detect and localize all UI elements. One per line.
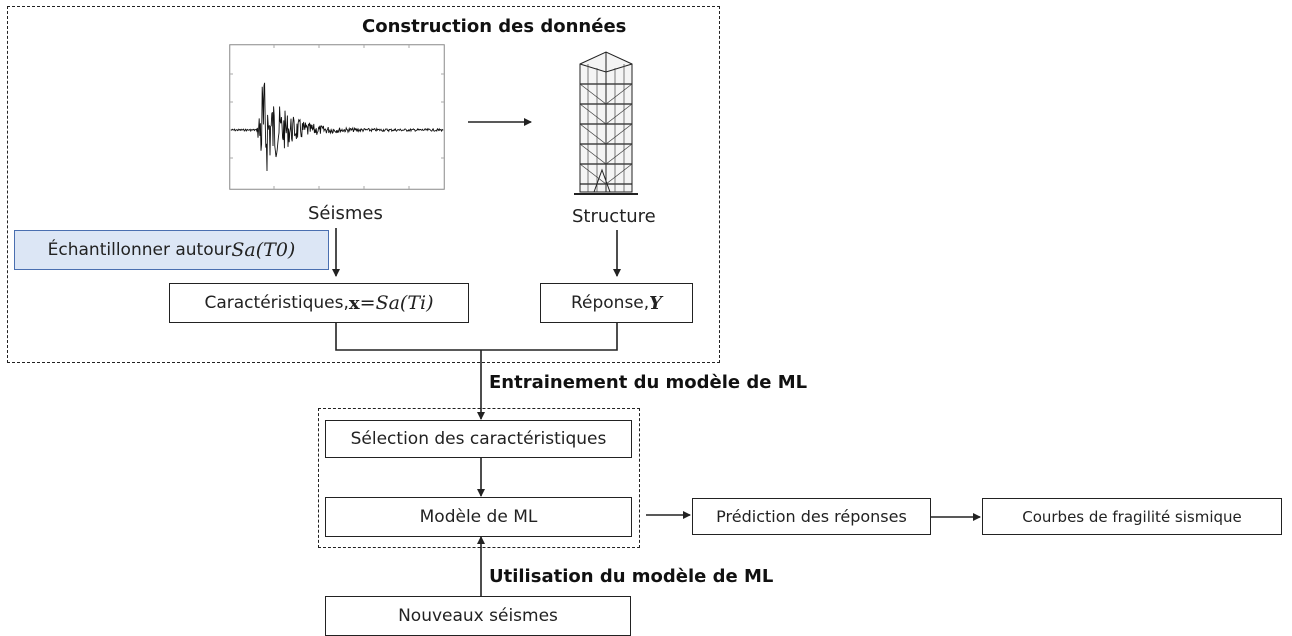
building-structure-icon	[574, 51, 638, 195]
new-quakes-box: Nouveaux séismes	[325, 596, 631, 636]
response-text: Réponse,	[570, 293, 650, 313]
seismogram-plot-icon	[229, 44, 445, 190]
sample-math-s: S	[231, 239, 245, 261]
features-text: Caractéristiques,	[204, 293, 349, 313]
prediction-box: Prédiction des réponses	[692, 498, 931, 535]
sample-math-sup: 0	[275, 239, 288, 261]
sample-math-sub: a	[244, 239, 256, 261]
features-argsub: i	[420, 292, 427, 314]
features-vec: x	[348, 292, 360, 314]
features-close: )	[426, 292, 434, 314]
data-construction-title: Construction des données	[362, 16, 627, 37]
features-sub: a	[388, 292, 400, 314]
fragility-curves-box: Courbes de fragilité sismique	[982, 498, 1282, 535]
merge-bracket	[335, 322, 618, 351]
sample-math-arg: (T	[255, 239, 276, 261]
features-arg: (T	[399, 292, 421, 314]
training-label: Entrainement du modèle de ML	[489, 372, 808, 393]
response-y: Y	[649, 292, 663, 314]
ml-model-box: Modèle de ML	[325, 497, 632, 537]
structure-label: Structure	[572, 206, 656, 227]
seismes-label: Séismes	[308, 203, 383, 224]
sample-text: Échantillonner autour	[47, 240, 232, 260]
sample-math-close: )	[287, 239, 296, 261]
usage-label: Utilisation du modèle de ML	[489, 566, 774, 587]
feature-selection-box: Sélection des caractéristiques	[325, 420, 632, 458]
response-box: Réponse, Y	[540, 283, 693, 323]
ml-model-region	[318, 408, 640, 548]
features-s: S	[375, 292, 389, 314]
data-construction-region	[7, 6, 720, 363]
features-eq: =	[359, 292, 376, 314]
